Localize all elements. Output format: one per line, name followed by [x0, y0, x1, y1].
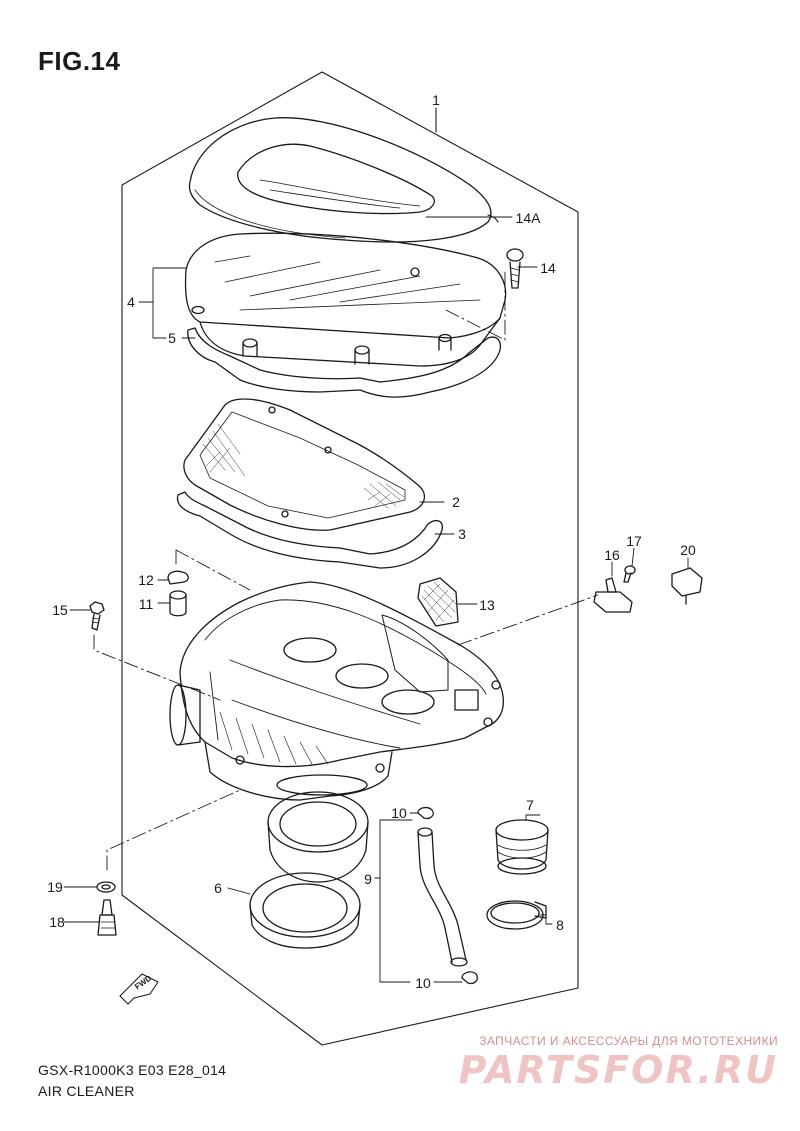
part-18-sensor [97, 899, 117, 936]
part-5-cap-gasket [187, 327, 502, 398]
figure-title: FIG.14 [38, 46, 121, 76]
callout-20: 20 [680, 542, 696, 558]
callout-11: 11 [138, 596, 154, 612]
callout-12: 12 [138, 572, 154, 588]
part-17-bolt [623, 565, 636, 583]
callout-1: 1 [432, 92, 440, 108]
callout-2: 2 [452, 494, 460, 510]
callout-9: 9 [364, 871, 372, 887]
fwd-arrow-icon [119, 973, 159, 1005]
callout-19: 19 [47, 879, 63, 895]
callout-16: 16 [604, 547, 620, 563]
callout-15: 15 [52, 602, 68, 618]
leader-lines [63, 216, 689, 983]
part-12-clamp [167, 570, 189, 585]
part-7-hose-joint [495, 819, 549, 875]
part-6-intake-funnel [249, 791, 369, 949]
callout-14a: 14A [515, 210, 541, 226]
callout-3: 3 [458, 526, 466, 542]
air-cleaner-case [169, 581, 504, 801]
callout-7: 7 [526, 797, 534, 813]
part-13-screen [417, 577, 459, 627]
part-10-clip-lower [461, 971, 478, 985]
watermark-tagline: ЗАПЧАСТИ И АКСЕССУАРЫ ДЛЯ МОТОТЕХНИКИ [479, 1034, 778, 1048]
callout-4: 4 [127, 294, 135, 310]
callout-13: 13 [479, 597, 495, 613]
watermark-logo: PARTSFOR.RU [458, 1048, 778, 1092]
callout-6: 6 [214, 880, 222, 896]
part-10-clip-upper [417, 806, 434, 820]
callout-8: 8 [556, 917, 564, 933]
assembly-boundary [121, 71, 579, 1046]
part-1-intake-cover [188, 117, 492, 243]
part-14-screw [506, 248, 524, 289]
callout-17: 17 [626, 533, 642, 549]
part-19-washer [96, 881, 116, 893]
part-3-filter-gasket [176, 491, 443, 569]
alignment-lines [93, 269, 599, 871]
callout-5: 5 [168, 330, 176, 346]
part-9-drain-hose [417, 827, 468, 967]
part-2-filter-element [183, 398, 426, 531]
callout-10-lower: 10 [415, 975, 431, 991]
callout-18: 18 [49, 914, 65, 930]
part-20-sensor [671, 567, 703, 605]
callout-14: 14 [540, 260, 556, 276]
section-name-caption: AIR CLEANER [38, 1083, 135, 1099]
callout-10-upper: 10 [391, 805, 407, 821]
part-8-hose-clamp [486, 900, 547, 930]
part-11-cap [169, 590, 187, 617]
model-code-caption: GSX-R1000K3 E03 E28_014 [38, 1062, 227, 1078]
part-4-cleaner-cap [184, 232, 507, 367]
part-16-sensor-bracket [593, 577, 633, 613]
part-15-bolt [89, 601, 105, 631]
